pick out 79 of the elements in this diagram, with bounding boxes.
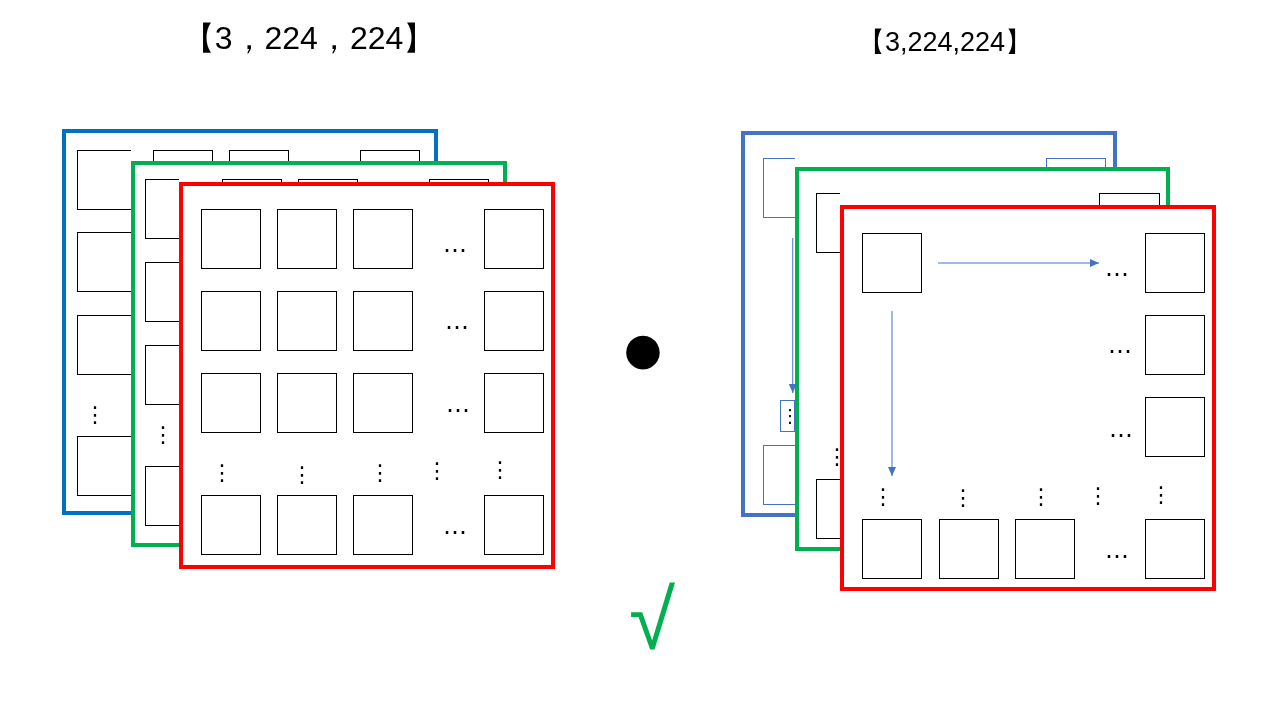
matrix-cell: [277, 373, 337, 433]
tensor-shape-label: 【3，224，224】: [182, 22, 436, 54]
matrix-cell: [277, 209, 337, 269]
matrix-cell: [77, 436, 131, 496]
matrix-cell: [862, 519, 922, 579]
matrix-cell: [145, 262, 179, 322]
matrix-cell: [353, 495, 413, 555]
tensor-shape-label: 【3,224,224】: [857, 28, 1033, 56]
vertical-ellipsis: ⋮: [84, 404, 106, 426]
arrow: [888, 310, 896, 477]
matrix-cell: [484, 209, 544, 269]
matrix-frame: [840, 205, 1216, 591]
matrix-cell: [862, 233, 922, 293]
ellipsis: …: [1105, 256, 1129, 280]
matrix-cell: [201, 373, 261, 433]
matrix-cell: [353, 209, 413, 269]
matrix-cell: [484, 495, 544, 555]
matrix-cell: [484, 291, 544, 351]
matrix-cell: [77, 315, 131, 375]
vertical-ellipsis: ⋮: [152, 424, 174, 446]
vertical-ellipsis: ⋮: [369, 462, 391, 484]
matrix-cell: [1145, 315, 1205, 375]
ellipsis: …: [1109, 417, 1133, 441]
ellipsis: …: [446, 392, 470, 416]
vertical-ellipsis: ⋮: [1030, 486, 1052, 508]
vertical-ellipsis: ⋮: [489, 459, 511, 481]
matrix-frame: [795, 167, 1170, 551]
matrix-frame: [131, 161, 507, 547]
ellipsis: …: [445, 309, 469, 333]
vertical-ellipsis: ⋮: [291, 464, 313, 486]
matrix-cell: [1015, 519, 1075, 579]
vertical-ellipsis: ⋮: [872, 486, 894, 508]
matrix-cell: [763, 445, 795, 505]
matrix-cell: [1145, 519, 1205, 579]
ellipsis: …: [443, 232, 467, 256]
matrix-cell: [298, 179, 358, 182]
matrix-cell: [201, 291, 261, 351]
matrix-cell: [201, 495, 261, 555]
matrix-cell: [1099, 193, 1160, 205]
matrix-cell: [1145, 233, 1205, 293]
vertical-ellipsis: ⋮: [426, 460, 448, 482]
matrix-cell: [77, 232, 131, 292]
matrix-frame: [62, 129, 438, 515]
matrix-cell: [353, 291, 413, 351]
matrix-cell: [1145, 397, 1205, 457]
check-mark: √: [628, 578, 676, 662]
matrix-cell: [816, 479, 840, 539]
matrix-cell: [816, 193, 840, 253]
matrix-cell: [1046, 158, 1106, 167]
matrix-cell: [277, 291, 337, 351]
dot-operator: ●: [623, 327, 663, 371]
matrix-cell: [222, 179, 282, 182]
matrix-cell: [360, 150, 420, 161]
matrix-cell: [939, 519, 999, 579]
ellipsis: …: [443, 514, 467, 538]
matrix-frame: [179, 182, 555, 569]
matrix-cell: [429, 179, 489, 182]
vertical-ellipsis: ⋮: [952, 487, 974, 509]
arrow: [788, 237, 797, 394]
matrix-cell: [763, 158, 795, 218]
matrix-cell: [484, 373, 544, 433]
matrix-cell: [229, 150, 289, 161]
matrix-cell: [153, 150, 213, 161]
arrow: [937, 259, 1100, 267]
matrix-cell: [353, 373, 413, 433]
vertical-ellipsis: ⋮: [211, 462, 233, 484]
matrix-cell: [77, 150, 131, 210]
vertical-ellipsis: ⋮: [1150, 484, 1172, 506]
vertical-ellipsis: ⋮: [781, 407, 794, 425]
matrix-cell: [201, 209, 261, 269]
matrix-cell: [145, 345, 179, 405]
matrix-cell: [145, 466, 179, 526]
ellipsis: …: [1108, 333, 1132, 357]
ellipsis: …: [1105, 538, 1129, 562]
vertical-ellipsis: ⋮: [1087, 485, 1109, 507]
matrix-cell: [277, 495, 337, 555]
vertical-ellipsis: ⋮: [826, 446, 848, 468]
matrix-cell: [780, 400, 795, 432]
matrix-cell: [145, 179, 179, 239]
